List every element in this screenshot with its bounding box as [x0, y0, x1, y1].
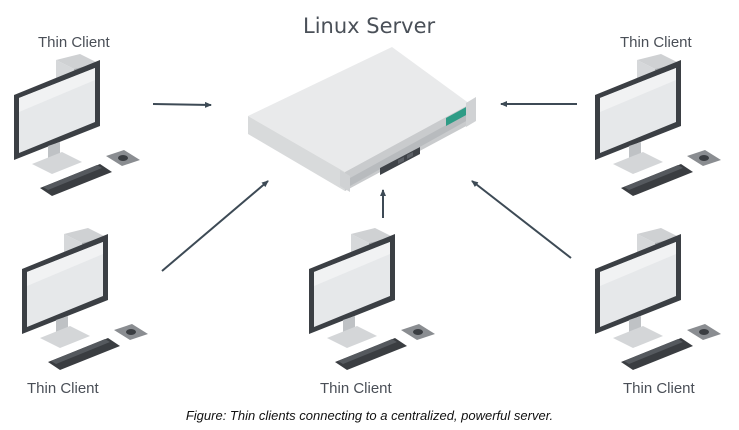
figure-caption: Figure: Thin clients connecting to a cen… — [185, 408, 554, 423]
linux-server-rack — [248, 47, 476, 192]
thin-client-top-left — [14, 54, 140, 196]
client-label-top-right: Thin Client — [620, 34, 692, 51]
thin-client-bottom-center — [309, 228, 435, 370]
arrow-top-left — [152, 101, 212, 108]
client-label-top-left: Thin Client — [38, 34, 110, 51]
thin-client-bottom-right — [595, 228, 721, 370]
client-label-bottom-center: Thin Client — [320, 380, 392, 397]
server-label: Linux Server — [303, 14, 436, 38]
arrow-bottom-right — [471, 180, 572, 259]
client-label-bottom-right: Thin Client — [623, 380, 695, 397]
arrow-bottom-left — [161, 180, 269, 272]
thin-client-top-right — [595, 54, 721, 196]
thin-client-bottom-left — [22, 228, 148, 370]
client-label-bottom-left: Thin Client — [27, 380, 99, 397]
